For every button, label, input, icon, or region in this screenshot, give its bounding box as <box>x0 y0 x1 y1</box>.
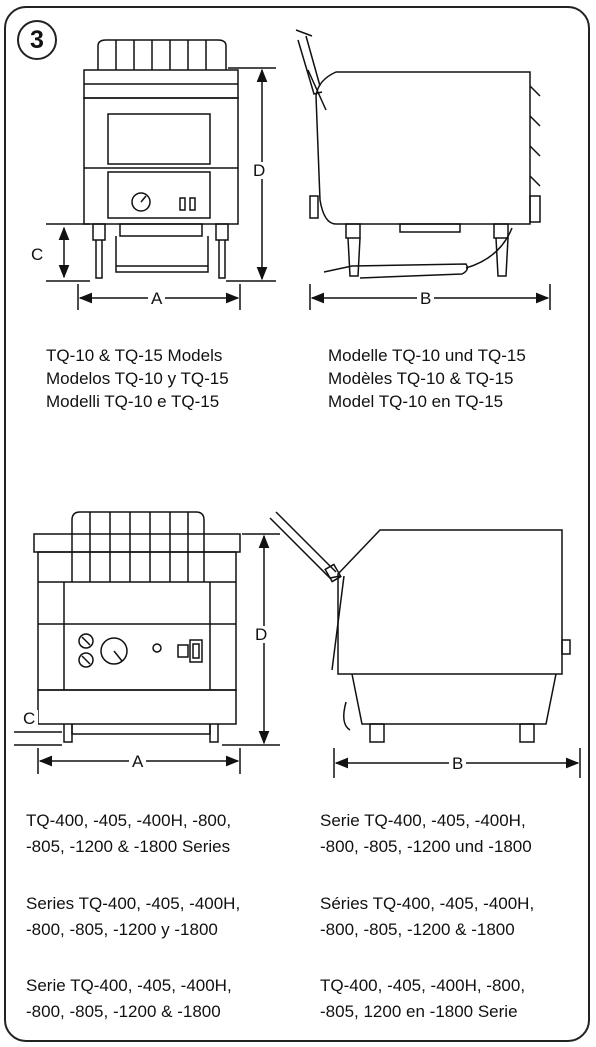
caption-large-es-2: -800, -805, -1200 y -1800 <box>26 920 218 939</box>
caption-small-es: Modelos TQ-10 y TQ-15 <box>46 369 229 388</box>
dim-label-d-large: D <box>252 626 271 643</box>
caption-small-en: TQ-10 & TQ-15 Models <box>46 346 223 365</box>
dim-label-b-small: B <box>417 290 435 307</box>
caption-small-de: Modelle TQ-10 und TQ-15 <box>328 346 526 365</box>
small-side-view <box>295 29 541 279</box>
caption-large-en-2: -805, -1200 & -1800 Series <box>26 837 231 856</box>
large-side-view <box>269 511 571 743</box>
dim-label-d-small: D <box>250 162 269 179</box>
caption-small-fr: Modèles TQ-10 & TQ-15 <box>328 369 514 388</box>
small-front-view <box>83 39 239 279</box>
caption-small-it: Modelli TQ-10 e TQ-15 <box>46 392 220 411</box>
caption-large-nl-2: -805, 1200 en -1800 Serie <box>320 1002 518 1021</box>
caption-large-fr-2: -800, -805, -1200 & -1800 <box>320 920 515 939</box>
caption-large-de-2: -800, -805, -1200 und -1800 <box>320 837 532 856</box>
figure-frame <box>4 6 590 1042</box>
dim-label-c-large: C <box>20 710 39 727</box>
dim-label-a-large: A <box>129 753 147 770</box>
caption-large-it-1: Serie TQ-400, -405, -400H, <box>26 976 232 995</box>
caption-large-fr-1: Séries TQ-400, -405, -400H, <box>320 894 535 913</box>
dim-label-b-large: B <box>449 755 467 772</box>
dim-label-c-small: C <box>28 246 47 263</box>
dim-label-a-small: A <box>148 290 166 307</box>
caption-large-nl-1: TQ-400, -405, -400H, -800, <box>320 976 526 995</box>
caption-large-en-1: TQ-400, -405, -400H, -800, <box>26 811 232 830</box>
figure-number-badge: 3 <box>17 20 57 60</box>
caption-large-it-2: -800, -805, -1200 & -1800 <box>26 1002 221 1021</box>
large-front-view <box>33 511 241 743</box>
caption-large-de-1: Serie TQ-400, -405, -400H, <box>320 811 526 830</box>
caption-large-es-1: Series TQ-400, -405, -400H, <box>26 894 241 913</box>
caption-small-nl: Model TQ-10 en TQ-15 <box>328 392 504 411</box>
